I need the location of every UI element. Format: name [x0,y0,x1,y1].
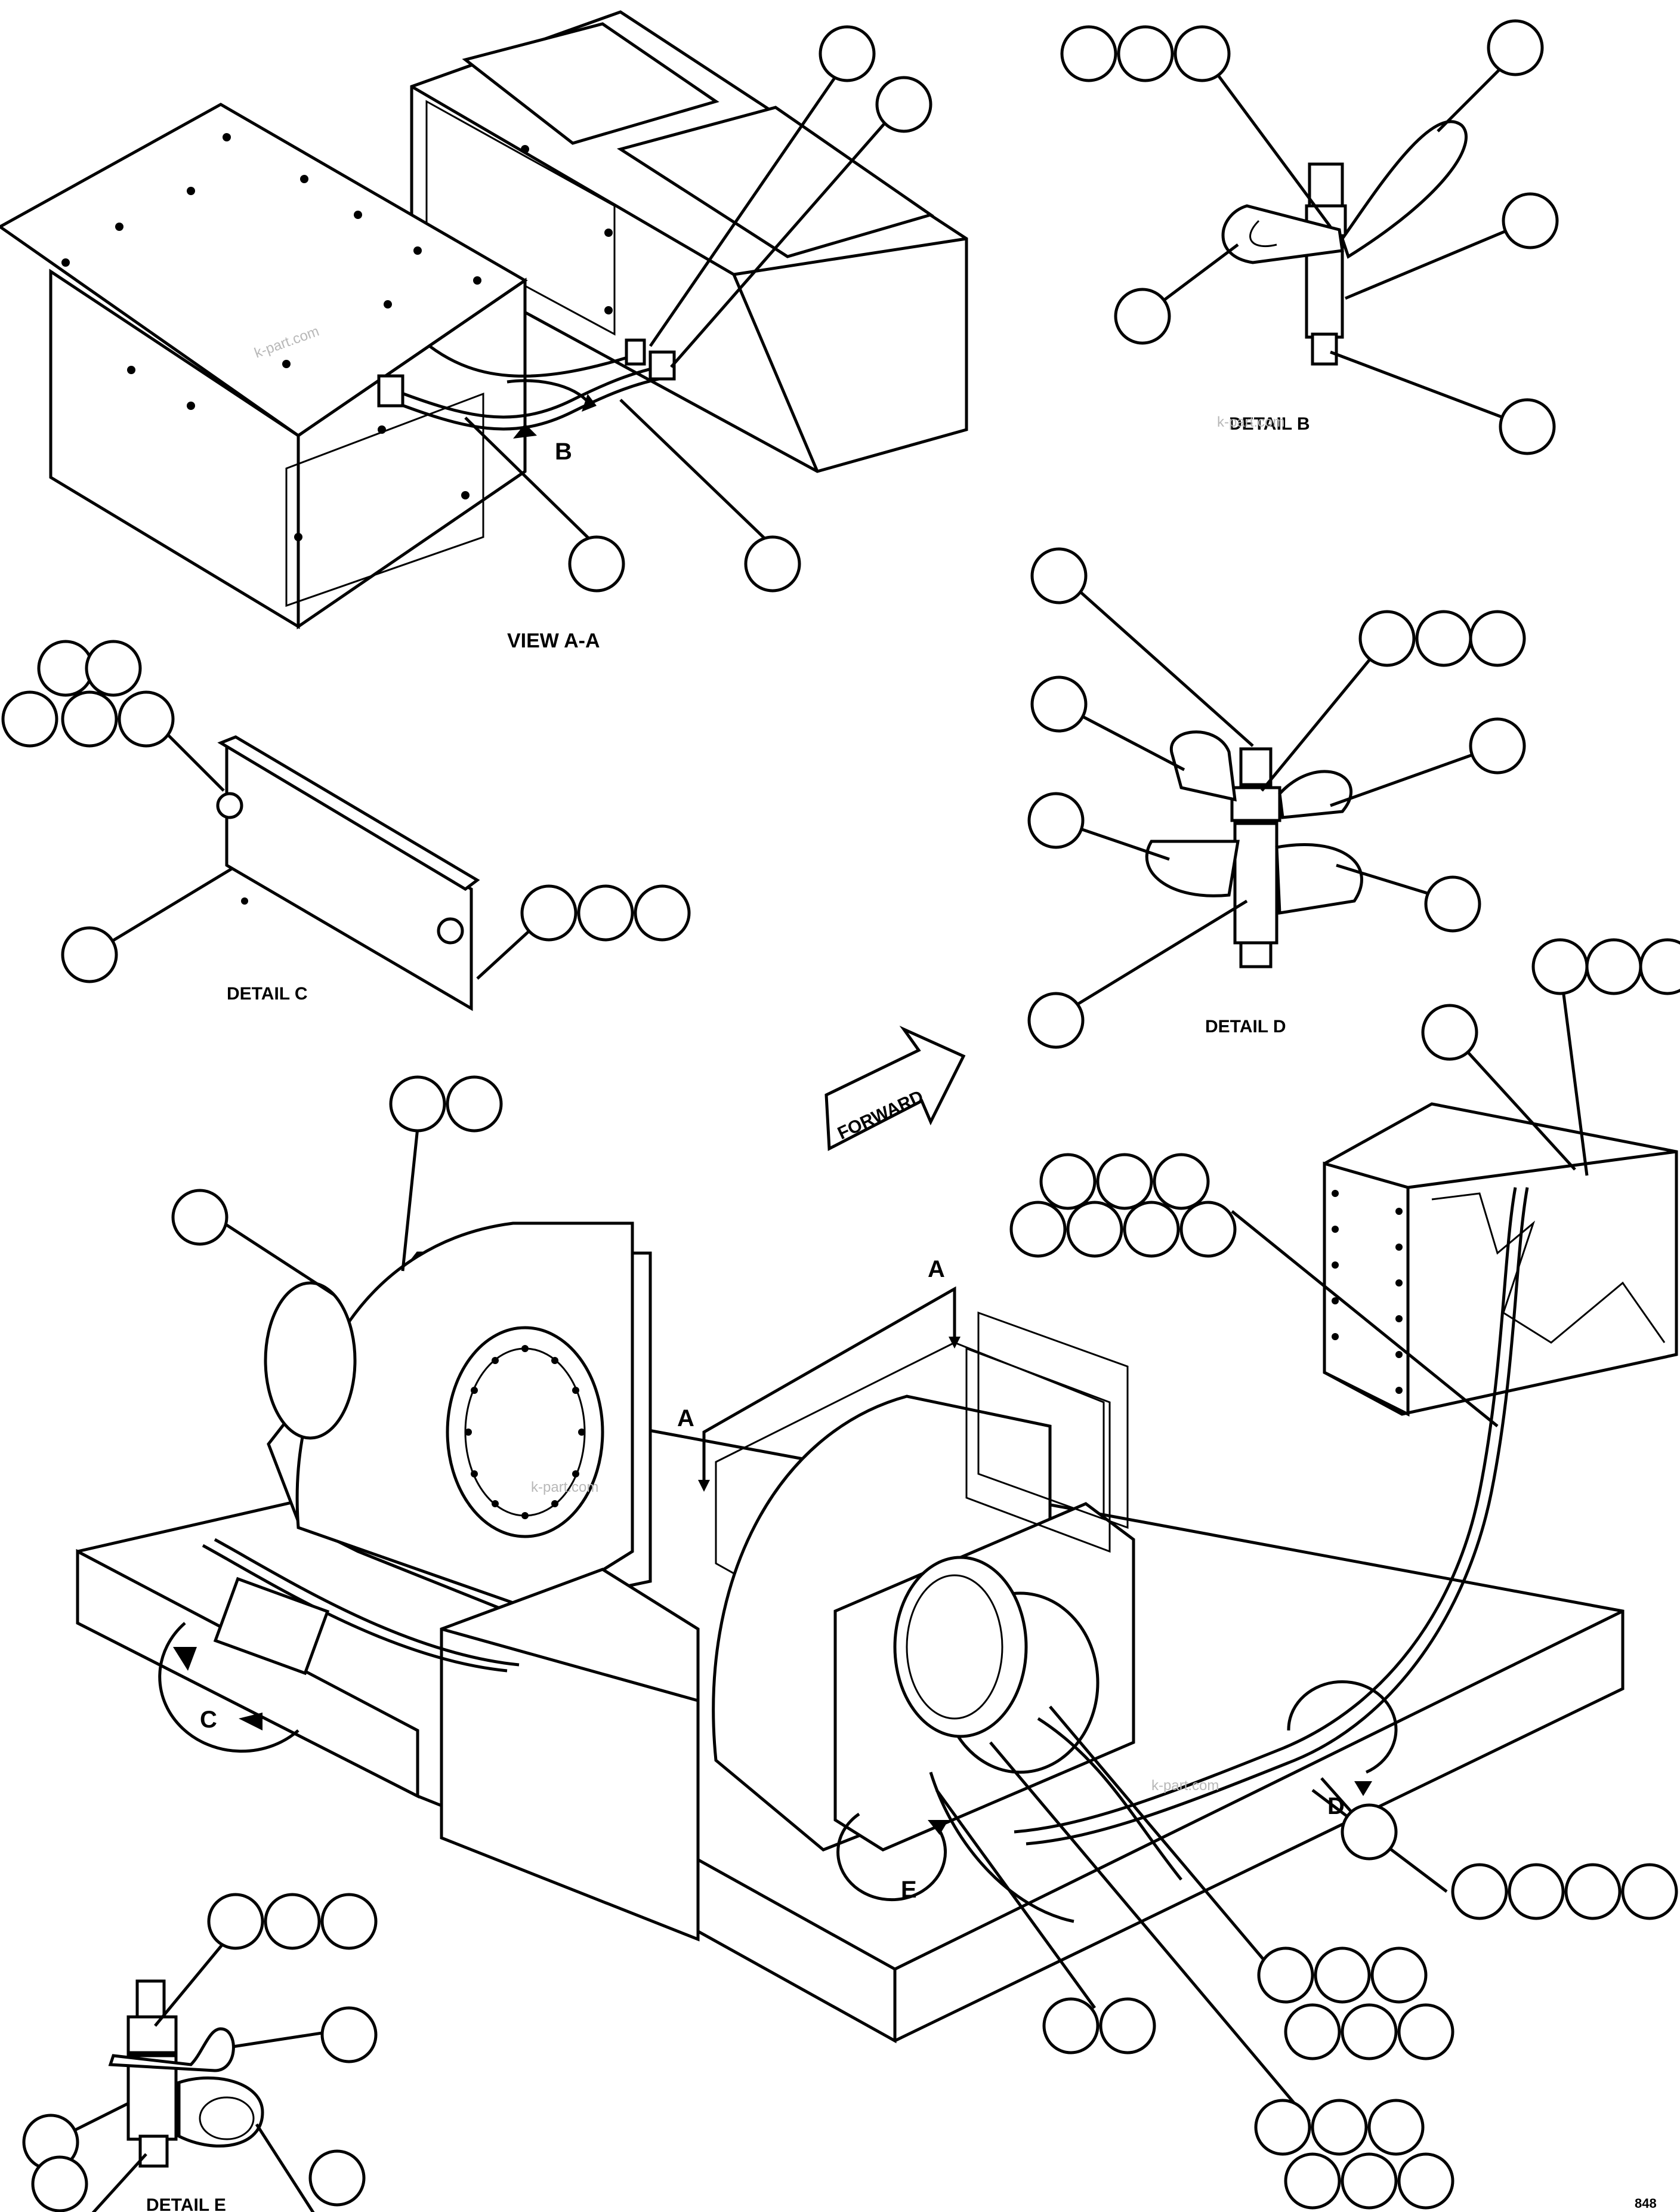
arrow-e-label: E [901,1877,917,1903]
view-aa-drawing: B VIEW A-A k-part.com [0,10,968,652]
view-aa-title: VIEW A-A [507,630,600,652]
detail-d-drawing: DETAIL D [1145,730,1363,1036]
arrow-c-label: C [200,1707,217,1733]
main-callouts [171,938,1680,2210]
watermark: k-part.com [1217,414,1284,430]
callout-bubble [819,25,876,82]
detail-d-callouts [1027,547,1526,1049]
detail-e-title: DETAIL E [146,2195,226,2212]
detail-e-drawing: DETAIL E [108,1979,264,2212]
detail-b-drawing: DETAIL B [1221,120,1468,434]
arrow-b-label: B [555,439,572,465]
detail-c-callouts [1,640,691,983]
callout-bubble [744,535,801,593]
arrow-a-label-left: A [677,1405,694,1432]
detail-b-callouts [1060,19,1559,455]
callout-bubble [875,76,932,133]
watermark: k-part.com [1151,1778,1219,1794]
detail-b-title: DETAIL B [1229,414,1310,434]
view-aa-callouts [464,25,932,593]
detail-d-title: DETAIL D [1205,1017,1286,1036]
detail-c-title: DETAIL C [227,984,308,1004]
detail-c-drawing: DETAIL C [216,735,480,1011]
forward-arrow: FORWARD [824,1025,966,1151]
arrow-a-label-right: A [928,1256,945,1282]
detail-e-callouts [22,1893,378,2212]
watermark: k-part.com [531,1479,598,1495]
page-reference: 848 [1635,2196,1657,2211]
main-assembly-drawing: A A C D E k-part.com k-part.com [76,1102,1678,2044]
callout-bubble [568,535,625,593]
